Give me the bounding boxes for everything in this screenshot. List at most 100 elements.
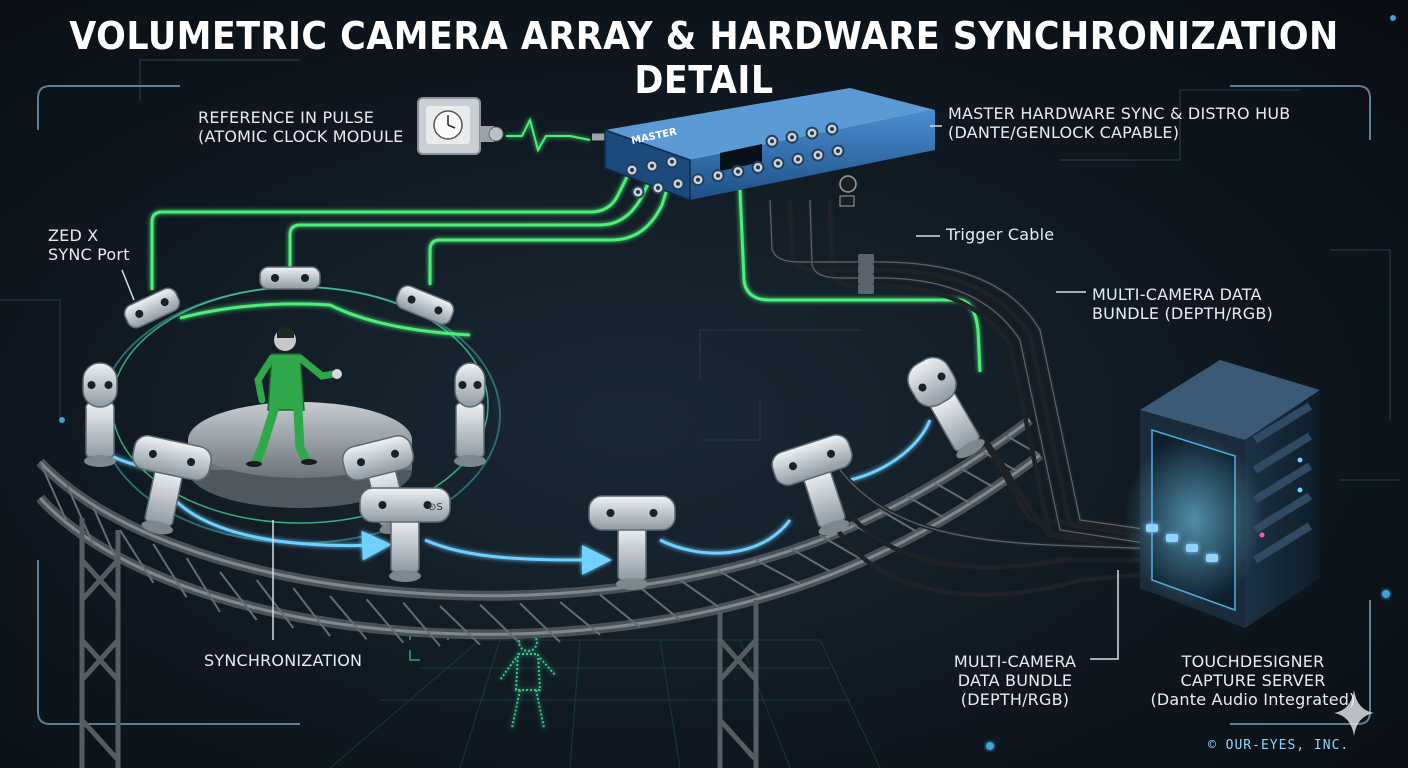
truss-strut	[329, 595, 368, 640]
camera-lens	[271, 274, 279, 282]
master-hub-label: MASTER HARDWARE SYNC & DISTRO HUB (DANTE…	[948, 104, 1290, 142]
bnc-port-pin	[796, 157, 800, 162]
truss-legs	[79, 518, 759, 768]
bnc-port-pin	[670, 159, 674, 164]
atomic-clock-module	[417, 97, 504, 155]
performer-figure	[246, 327, 342, 467]
camera-mount	[390, 517, 420, 573]
camera-mount	[455, 402, 485, 458]
bnc-port-pin	[716, 173, 720, 178]
truss-strut	[959, 467, 994, 488]
bnc-port-pin	[676, 181, 680, 186]
master-hub-label-line1: MASTER HARDWARE SYNC & DISTRO HUB	[948, 104, 1291, 123]
camera-mount	[85, 402, 115, 458]
camera-lens	[390, 449, 399, 458]
hologram-figure	[499, 632, 557, 729]
server-label: TOUCHDESIGNER CAPTURE SERVER (Dante Audi…	[1148, 652, 1358, 709]
bundle-top-label: MULTI-CAMERA DATA BUNDLE (DEPTH/RGB)	[1092, 285, 1273, 323]
camera-lens	[148, 449, 157, 458]
floor-grid	[329, 639, 881, 768]
camera-unit	[259, 266, 321, 290]
camera-mount-base	[454, 455, 486, 467]
reference-label-line2: (ATOMIC CLOCK MODULE	[198, 127, 404, 146]
camera-unit	[907, 356, 985, 459]
sparkle-icon	[1334, 690, 1374, 736]
camera-body	[359, 487, 451, 523]
synchronization-label: SYNCHRONIZATION	[204, 651, 363, 670]
bnc-port-pin	[656, 185, 660, 190]
leader-lines	[121, 125, 1119, 660]
camera-body	[588, 495, 676, 531]
camera-lens	[135, 309, 144, 318]
truss-strut	[932, 481, 971, 504]
camera-lens	[357, 458, 366, 467]
bnc-port-pin	[736, 169, 740, 174]
page-title: VOLUMETRIC CAMERA ARRAY & HARDWARE SYNCH…	[69, 14, 1339, 102]
camera-lens	[187, 458, 196, 467]
camera-mount-base	[956, 439, 985, 459]
bundle-top-label-line1: MULTI-CAMERA DATA	[1092, 285, 1262, 304]
camera-mount-base	[141, 520, 173, 535]
camera-lens	[104, 381, 113, 389]
camera-lens	[434, 306, 443, 315]
master-hub-label-line2: (DANTE/GENLOCK CAPABLE)	[948, 123, 1180, 142]
server-cable-plugs	[1146, 524, 1218, 562]
camera-lens	[649, 509, 658, 517]
bnc-port-pin	[650, 163, 654, 168]
truss-strut	[39, 461, 68, 522]
camera-lens	[378, 501, 387, 509]
truss-strut	[599, 593, 641, 629]
bnc-port-pin	[790, 135, 794, 140]
bnc-port-pin	[756, 165, 760, 170]
camera-body	[82, 362, 118, 408]
bnc-port-pin	[636, 190, 640, 194]
truss-strut	[65, 484, 95, 546]
copyright-text: © OUR-EYES, INC.	[1208, 738, 1350, 753]
camera-unit	[82, 362, 118, 467]
truss-strut	[1006, 435, 1041, 456]
bundle-bottom-label-line3: (DEPTH/RGB)	[960, 690, 1070, 709]
truss-strut	[119, 529, 155, 584]
zed-sync-label: ZED X SYNC Port	[48, 226, 130, 264]
bundle-top-label-line2: BUNDLE (DEPTH/RGB)	[1092, 304, 1273, 323]
bundle-bottom-label-line2: DATA BUNDLE	[957, 671, 1073, 690]
hub-ports	[625, 122, 857, 207]
circuit-dots	[59, 15, 1396, 750]
bnc-port-pin	[836, 149, 840, 153]
truss-strut	[402, 602, 441, 647]
camera-lens	[473, 381, 482, 389]
camera-lens	[160, 298, 169, 307]
sync-cables	[150, 174, 982, 373]
bnc-port-pin	[770, 139, 774, 144]
camera-lens	[937, 372, 946, 381]
camera-body	[132, 434, 212, 482]
reference-label-line1: REFERENCE IN PULSE	[198, 108, 375, 127]
truss-strut	[479, 603, 521, 645]
camera-body	[341, 435, 415, 481]
truss-strut	[439, 605, 481, 646]
camera-lens	[458, 381, 467, 389]
camera-mount-base	[84, 455, 116, 467]
truss-strut	[255, 579, 295, 629]
truss-strut	[219, 571, 258, 621]
truss-strut	[819, 534, 861, 560]
camera-badge: ⊙S	[428, 502, 443, 513]
bundle-bottom-label: MULTI-CAMERA DATA BUNDLE (DEPTH/RGB)	[950, 652, 1080, 709]
bnc-port-pin	[696, 177, 700, 182]
truss-strut	[365, 598, 405, 644]
data-bundle-highlights	[769, 199, 1191, 551]
camera-body	[123, 287, 181, 329]
truss-strut	[716, 568, 761, 597]
camera-unit	[395, 285, 455, 325]
truss-ring	[36, 415, 1043, 640]
pulse-signal	[506, 117, 591, 153]
truss-strut	[906, 495, 944, 519]
camera-body	[454, 362, 486, 408]
camera-body	[259, 266, 321, 290]
truss-strut	[639, 586, 681, 621]
truss-strut	[292, 587, 331, 637]
camera-lens	[407, 295, 416, 304]
camera-unit	[123, 287, 181, 329]
frame-border	[37, 85, 1371, 725]
